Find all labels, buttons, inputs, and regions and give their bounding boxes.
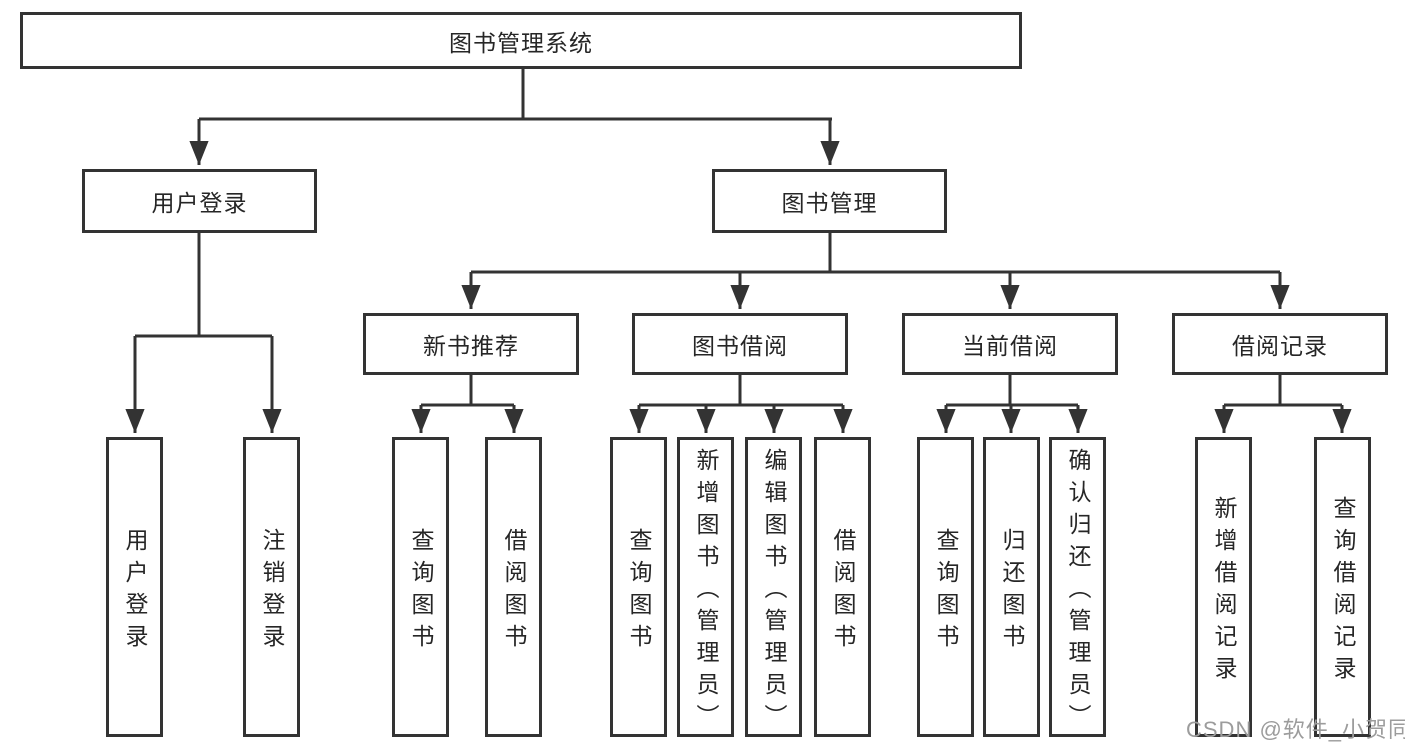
node-label: 新增图书（管理员） [693,447,719,736]
leaf-bb-add-books-admin: 新增图书（管理员） [677,437,734,737]
node-borrow-records: 借阅记录 [1172,313,1388,375]
node-label: 用户登录 [151,190,248,216]
node-label: 查询图书 [626,527,652,656]
leaf-nb-borrow-books: 借阅图书 [485,437,542,737]
leaf-cb-confirm-return-admin: 确认归还（管理员） [1049,437,1106,737]
leaf-nb-query-books: 查询图书 [392,437,449,737]
node-user-login: 用户登录 [82,169,317,233]
node-label: 借阅记录 [1232,333,1328,359]
leaf-cb-query-books: 查询图书 [917,437,974,737]
node-label: 编辑图书（管理员） [761,447,787,736]
leaf-bb-query-books: 查询图书 [610,437,667,737]
node-label: 图书借阅 [692,333,788,359]
node-label: 图书管理系统 [449,29,593,56]
node-label: 注销登录 [259,527,285,656]
node-label: 图书管理 [781,190,878,216]
leaf-user-login: 用户登录 [106,437,163,737]
csdn-watermark: CSDN @软件_小贺同学 [1186,717,1405,742]
leaf-br-query-record: 查询借阅记录 [1314,437,1371,737]
node-label: 查询图书 [408,527,434,656]
node-label: 当前借阅 [962,333,1058,359]
node-book-borrow: 图书借阅 [632,313,848,375]
leaf-bb-edit-books-admin: 编辑图书（管理员） [745,437,802,737]
leaf-bb-borrow-books: 借阅图书 [814,437,871,737]
leaf-br-add-record: 新增借阅记录 [1195,437,1252,737]
node-current-borrow: 当前借阅 [902,313,1118,375]
node-label: 新书推荐 [423,333,519,359]
node-label: 查询图书 [933,527,959,656]
node-library-management-system: 图书管理系统 [20,12,1022,69]
node-label: 确认归还（管理员） [1065,447,1091,736]
node-label: 查询借阅记录 [1330,495,1356,688]
node-label: 借阅图书 [501,527,527,656]
node-label: 归还图书 [999,527,1025,656]
node-label: 用户登录 [122,527,148,656]
leaf-cb-return-books: 归还图书 [983,437,1040,737]
leaf-logout-login: 注销登录 [243,437,300,737]
node-label: 借阅图书 [830,527,856,656]
node-new-book-recommend: 新书推荐 [363,313,579,375]
node-label: 新增借阅记录 [1211,495,1237,688]
node-book-management: 图书管理 [712,169,947,233]
